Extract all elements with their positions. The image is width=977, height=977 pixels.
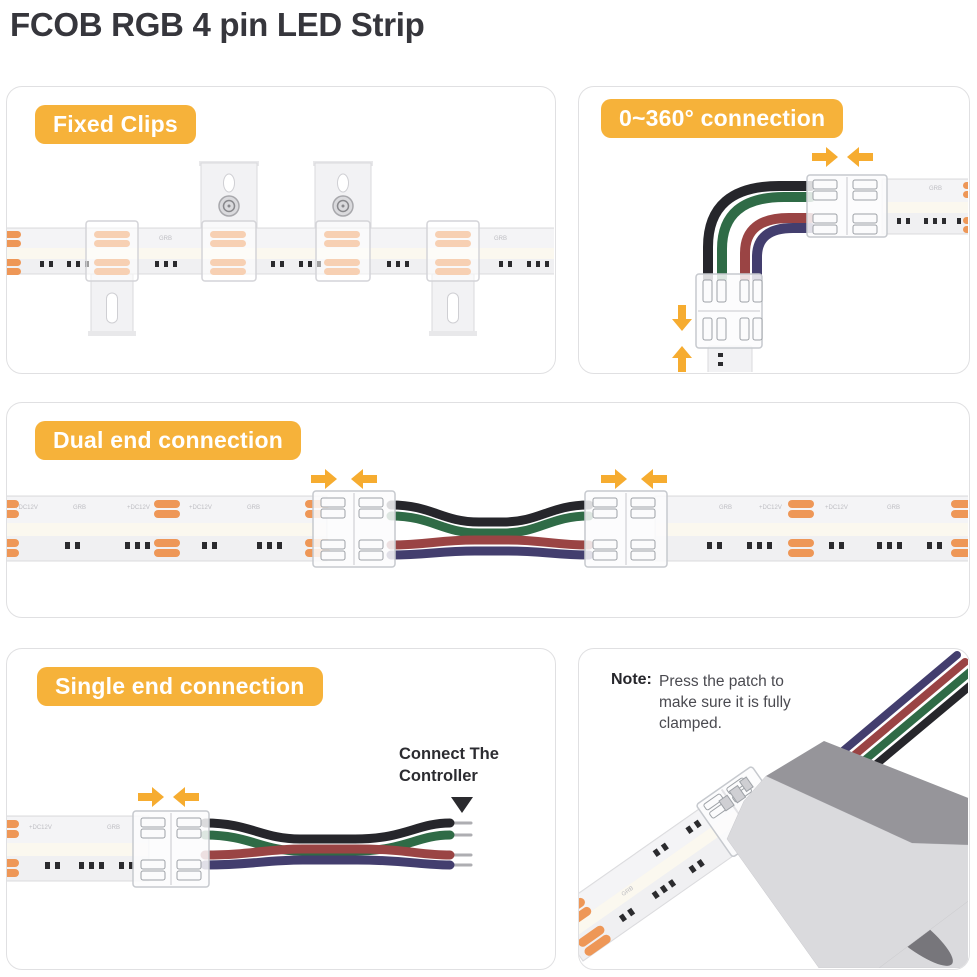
strip-label-grb: GRB (719, 505, 732, 511)
arrow-right-icon (601, 469, 627, 489)
arrow-right-icon (138, 787, 164, 807)
solder-pads (788, 500, 968, 557)
strip-label-voltage: +DC12V (29, 825, 52, 831)
strip-label-voltage: +DC12V (825, 505, 848, 511)
panel-dual-end-connection: Dual end connection +DC12V GRB +DC12V +D… (6, 402, 970, 618)
pointer-down-icon (451, 797, 473, 813)
badge-fixed-clips: Fixed Clips (35, 105, 196, 144)
strip-connector-vertical (695, 273, 763, 349)
arrow-up-icon (672, 346, 692, 372)
strip-label-grb: GRB (929, 186, 942, 192)
mount-bracket-below-left (88, 272, 136, 336)
strip-label-grb: GRB (73, 505, 86, 511)
connector-pins (702, 279, 763, 341)
mount-bracket-above-right (313, 161, 373, 229)
arrow-down-icon (672, 305, 692, 331)
strip-label-grb: GRB (887, 505, 900, 511)
solder-pads (7, 820, 19, 877)
arrow-left-icon (351, 469, 377, 489)
clamping-illustration: GRB (579, 651, 968, 968)
strip-connector-right (584, 490, 668, 568)
arrow-right-icon (311, 469, 337, 489)
led-strip-right: GRB +DC12V +DC12V GRB (654, 495, 968, 562)
badge-360-connection: 0~360° connection (601, 99, 844, 138)
wires (827, 651, 968, 786)
strip-components (618, 819, 705, 923)
strip-label-voltage: +DC12V (15, 505, 38, 511)
connector-pins (320, 497, 384, 561)
mount-bracket-above-left (199, 161, 259, 229)
connect-controller-label: Connect The Controller (399, 745, 499, 785)
panel-fixed-clips: Fixed Clips (6, 86, 556, 374)
fixing-clip (85, 220, 139, 282)
note-text: Press the patch to make sure it is fully… (659, 673, 791, 732)
strip-connector-left (312, 490, 396, 568)
strip-label-voltage: +DC12V (759, 505, 782, 511)
panel-single-end-connection: Single end connection Connect The Contro… (6, 648, 556, 970)
plier-jaw-top (766, 741, 968, 845)
strip-components (65, 542, 282, 549)
single-end-illustration: +DC12V GRB (7, 787, 473, 888)
strip-components (45, 862, 134, 869)
panel-note: Note: Press the patch to make sure it is… (578, 648, 970, 970)
page-title: FCOB RGB 4 pin LED Strip (10, 6, 425, 43)
connector-contacts (718, 776, 754, 812)
wires (200, 818, 473, 870)
strip-label-grb: GRB (494, 236, 507, 242)
strip-label-voltage: +DC12V (127, 505, 150, 511)
arrow-left-icon (173, 787, 199, 807)
strip-label-grb: GRB (247, 505, 260, 511)
arrow-left-icon (847, 147, 873, 167)
corner-connection-illustration: GRB (672, 147, 968, 372)
fixing-clip (201, 220, 257, 282)
badge-single-end: Single end connection (37, 667, 323, 706)
solder-pads (579, 897, 611, 956)
strip-label-voltage: +DC12V (189, 505, 212, 511)
fixing-clip (426, 220, 480, 282)
badge-dual-end: Dual end connection (35, 421, 301, 460)
wires (703, 181, 816, 284)
strip-label-grb: GRB (107, 825, 120, 831)
fixed-clips-illustration: GRB GRB (7, 161, 554, 336)
dual-end-illustration: +DC12V GRB +DC12V +DC12V GRB (7, 469, 968, 568)
connector-pins (812, 179, 878, 235)
note-label: Note: (611, 671, 652, 688)
strip-connector (132, 810, 210, 888)
arrow-left-icon (641, 469, 667, 489)
led-strip: +DC12V GRB (7, 815, 150, 882)
led-strip: GRB (881, 178, 968, 235)
strip-components (707, 542, 942, 549)
arrow-right-icon (812, 147, 838, 167)
pliers (718, 741, 968, 968)
connector-pins (140, 817, 202, 881)
strip-connector-horizontal (806, 174, 888, 238)
strip-label-grb: GRB (159, 236, 172, 242)
connector-pins (592, 497, 656, 561)
wires (386, 500, 594, 560)
strip-stub (707, 345, 753, 372)
fixing-clip (315, 220, 371, 282)
panel-360-connection: 0~360° connection GRB (578, 86, 970, 374)
led-strip-left: +DC12V GRB +DC12V +DC12V GRB (7, 495, 331, 562)
mount-bracket-below-right (429, 272, 477, 336)
